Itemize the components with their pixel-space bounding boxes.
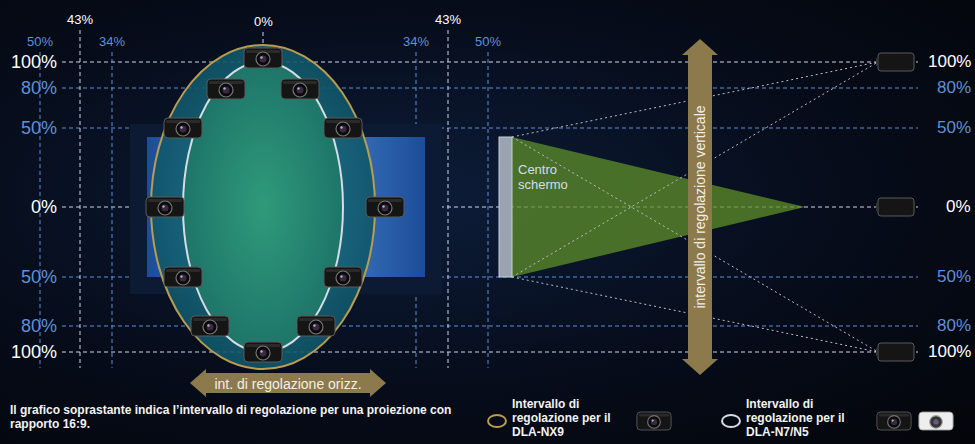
caption: Il grafico soprastante indica l’interval…	[10, 404, 480, 432]
percent-label: 34%	[403, 35, 429, 50]
percent-label: 50%	[937, 267, 971, 287]
percent-label: 43%	[67, 13, 93, 28]
percent-label: 0%	[946, 197, 971, 217]
percent-label: 100%	[928, 52, 971, 72]
percent-label: 0%	[31, 197, 57, 218]
percent-label: 0%	[254, 15, 273, 30]
percent-label: 34%	[99, 35, 125, 50]
percent-label: 50%	[27, 35, 53, 50]
legend-swatch	[720, 413, 742, 429]
percent-label: 50%	[475, 35, 501, 50]
percent-label: 80%	[937, 316, 971, 336]
percent-label: 80%	[21, 316, 57, 337]
percent-label: 50%	[21, 118, 57, 139]
percent-label: 100%	[11, 52, 57, 73]
legend-swatch	[486, 413, 508, 429]
percent-label: 80%	[937, 78, 971, 98]
range-text: intervallo di regolazione verticale	[692, 105, 708, 308]
percent-label: 80%	[21, 78, 57, 99]
legend-text: Intervallo di regolazione per il DLA-N7/…	[746, 398, 864, 439]
legend-text: Intervallo di regolazione per il DLA-NX9	[512, 398, 630, 439]
percent-label: 100%	[11, 342, 57, 363]
vertical-range-arrow: intervallo di regolazione verticale	[688, 39, 712, 375]
percent-label: 100%	[928, 342, 971, 362]
percent-label: 50%	[21, 267, 57, 288]
screen-label: Centro schermo	[518, 163, 598, 193]
range-text: int. di regolazione orizz.	[214, 375, 361, 393]
percent-label: 43%	[435, 13, 461, 28]
percent-label: 50%	[937, 118, 971, 138]
horizontal-range-arrow: int. di regolazione orizz.	[190, 373, 386, 393]
